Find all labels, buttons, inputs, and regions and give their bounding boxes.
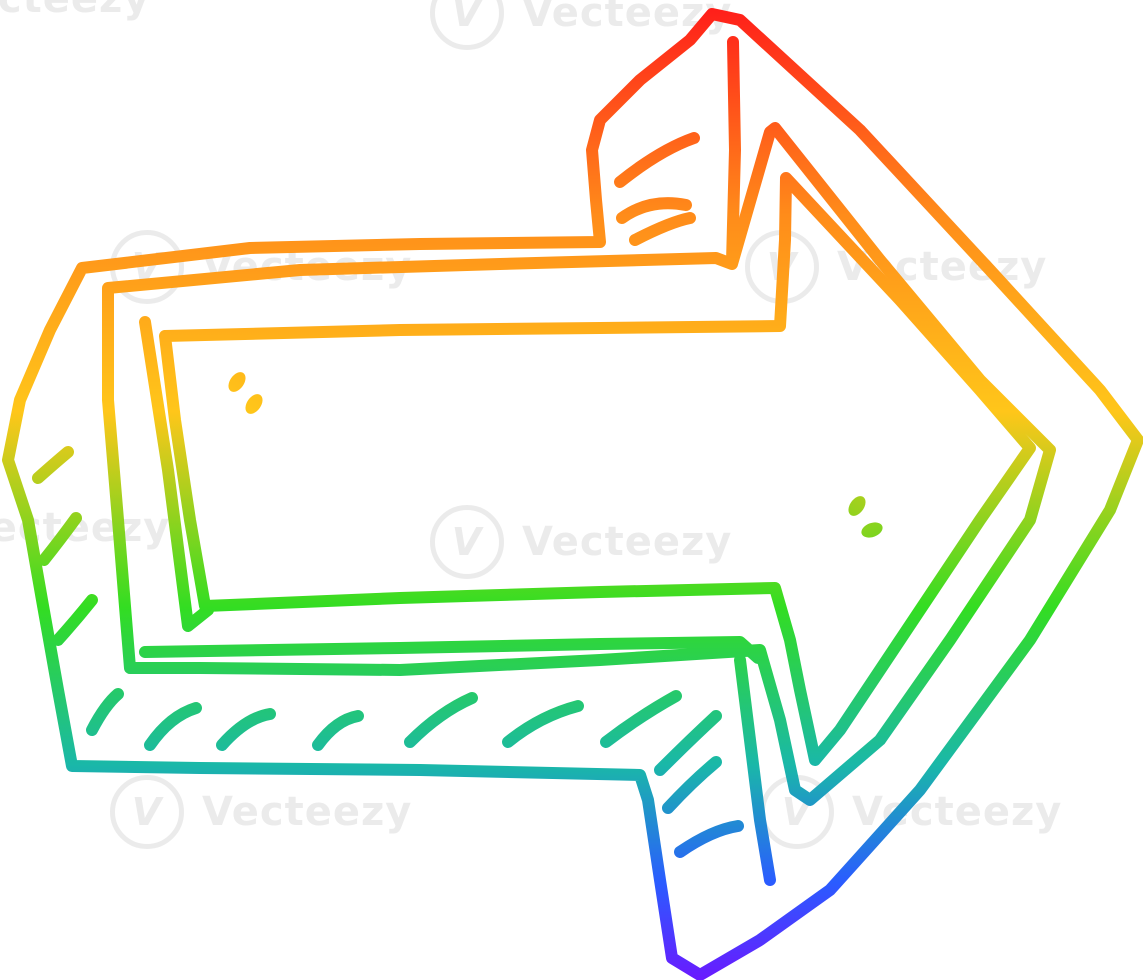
- shine-marks-right: [848, 496, 883, 538]
- arrowhead-top-back-edge: [726, 36, 741, 268]
- hatch-marks-left: [32, 446, 98, 646]
- face-left-depth-edge: [139, 316, 214, 632]
- hatch-marks-top: [614, 132, 700, 246]
- arrow-inner-outline: [102, 122, 1056, 806]
- arrow-outer-outline: [2, 8, 1143, 980]
- shine-marks-left: [228, 372, 263, 414]
- hatch-marks-bottom: [86, 688, 744, 858]
- bottom-step-depth-edge: [734, 654, 776, 886]
- frame-bottom-edge: [139, 636, 764, 664]
- arrow-face-outline: [159, 172, 1036, 766]
